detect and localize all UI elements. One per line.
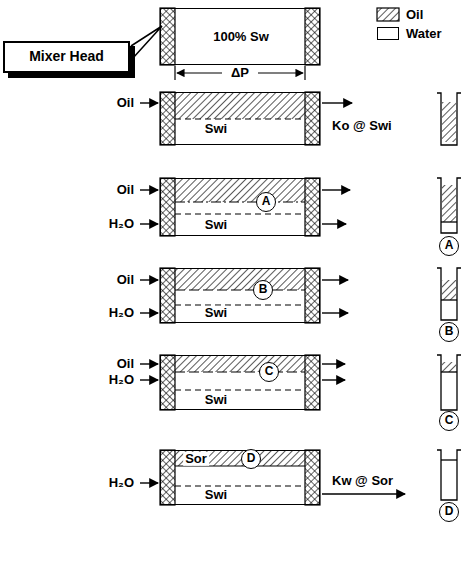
saturation-label: 100% Sw	[211, 30, 271, 44]
saturation-lines	[175, 119, 305, 486]
stage-letter: D	[445, 505, 454, 518]
flow-label: H₂O	[107, 306, 136, 320]
stage-circle: A	[439, 236, 459, 256]
stage-letter: A	[445, 239, 454, 252]
legend-text: Water	[406, 26, 442, 40]
core-sample: Swi B	[160, 268, 320, 323]
flow-label: H₂O	[107, 476, 136, 490]
dimension-line	[175, 66, 305, 80]
flow-label: Oil	[115, 273, 136, 287]
flow-label: Oil	[115, 96, 136, 110]
flow-label: H₂O	[107, 373, 136, 387]
flow-label: H₂O	[107, 217, 136, 231]
legend-swatch	[377, 8, 399, 21]
stage-letter: C	[265, 365, 274, 378]
stage-letter: A	[262, 195, 271, 208]
callout-text: Mixer Head	[29, 49, 104, 64]
flow-arrows	[140, 103, 405, 494]
core-sample: SorSwi D	[160, 450, 320, 505]
legend-swatch	[377, 27, 399, 40]
stage-letter: D	[247, 452, 256, 465]
stage-circle: B	[439, 322, 459, 342]
core-sample: Swi C	[160, 355, 320, 410]
core-sample: 100% Sw	[160, 8, 320, 65]
callout-box: Mixer Head	[3, 41, 130, 73]
flow-label: Ko @ Swi	[330, 119, 394, 133]
core-sample: Swi	[160, 92, 320, 145]
legend-text: Oil	[406, 7, 423, 21]
stage-letter: B	[445, 325, 454, 338]
stage-circle: D	[241, 449, 261, 469]
stage-circle: C	[259, 362, 279, 382]
saturation-label: Swi	[203, 306, 229, 320]
flow-label: Oil	[115, 357, 136, 371]
flow-label: Kw @ Sor	[330, 474, 395, 488]
stage-letter: B	[259, 283, 268, 296]
stage-circle: A	[256, 192, 276, 212]
core-sample: Swi A	[160, 178, 320, 236]
stage-circle: B	[253, 280, 273, 300]
collection-tubes	[437, 93, 461, 500]
saturation-label: Swi	[203, 122, 229, 136]
saturation-label: Sor	[183, 452, 209, 466]
saturation-label: Swi	[203, 393, 229, 407]
saturation-label: Swi	[203, 488, 229, 502]
stage-circle: D	[439, 502, 459, 522]
dimension-label: ΔP	[229, 66, 251, 80]
saturation-label: Swi	[203, 218, 229, 232]
end-caps	[160, 8, 320, 505]
leader-line	[131, 26, 162, 58]
flow-label: Oil	[115, 183, 136, 197]
stage-circle: C	[439, 411, 459, 431]
stage-letter: C	[445, 414, 454, 427]
